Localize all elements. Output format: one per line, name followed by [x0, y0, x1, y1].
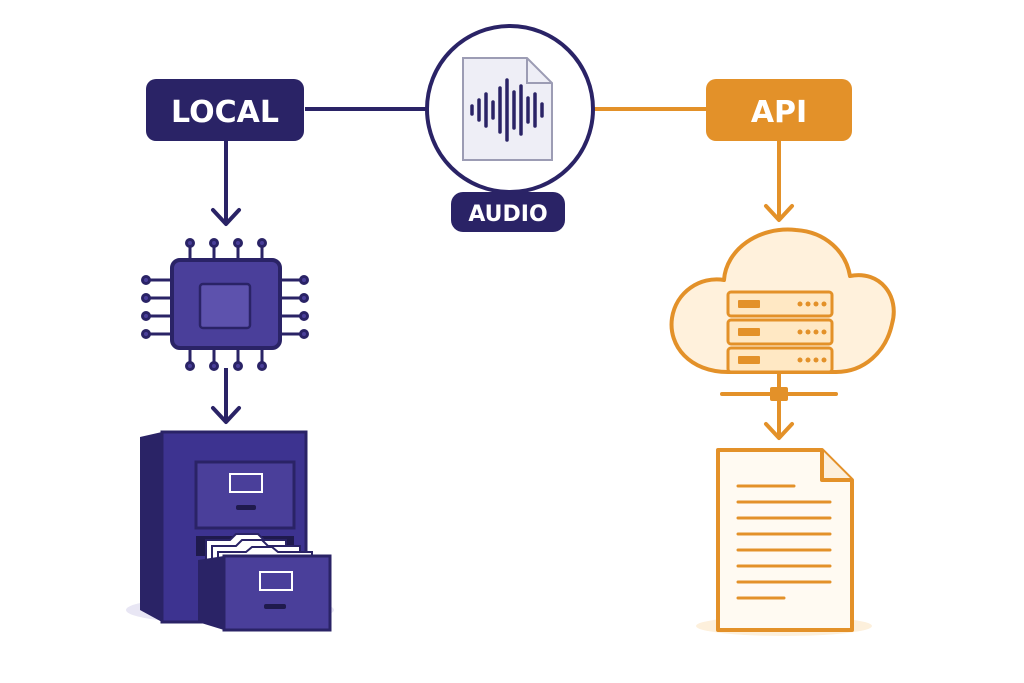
connectors [211, 107, 794, 440]
audio-label: AUDIO [468, 202, 547, 227]
audio-label-pill: AUDIO [451, 192, 565, 232]
cloud-to-document-arrow [764, 400, 794, 440]
api-to-cloud-arrow [764, 140, 794, 222]
cpu-to-cabinet-arrow [211, 368, 241, 424]
api-label: API [751, 95, 807, 130]
text-document-icon [696, 448, 872, 636]
local-label-box: LOCAL [146, 79, 304, 141]
local-label: LOCAL [171, 95, 279, 130]
filing-cabinet-icon [126, 430, 334, 632]
cpu-chip-icon [141, 238, 309, 371]
cloud-server-icon [669, 227, 896, 401]
audio-waveform-file-icon [425, 24, 595, 194]
api-label-box: API [706, 79, 852, 141]
local-to-cpu-arrow [211, 140, 241, 226]
